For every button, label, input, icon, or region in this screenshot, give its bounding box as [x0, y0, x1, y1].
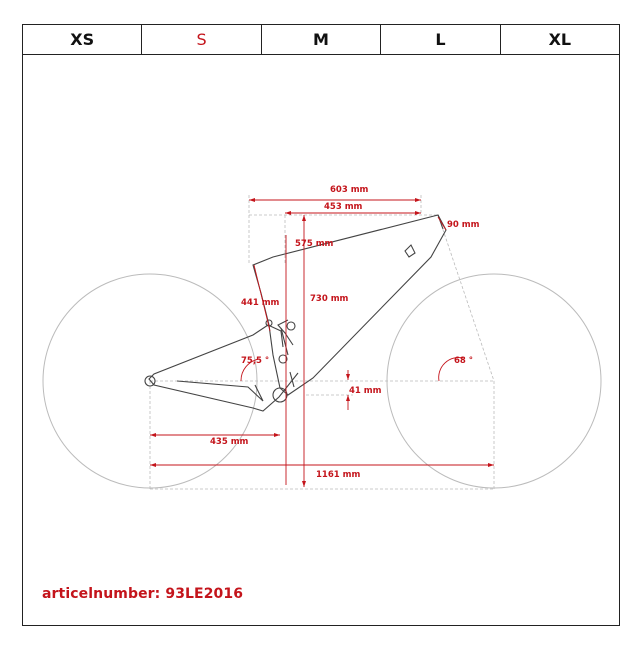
seat-angle-label: 75,5 °: [241, 356, 269, 366]
measurement-arrows: [150, 198, 494, 487]
top-tube-label: 453 mm: [324, 202, 363, 212]
tab-size-xs[interactable]: XS: [23, 25, 143, 54]
reference-lines: [149, 195, 495, 490]
height-label: 730 mm: [310, 294, 349, 304]
tab-size-s[interactable]: S: [142, 25, 262, 54]
geometry-panel: XS S M L XL: [22, 24, 620, 626]
head-angle-label: 68 °: [454, 356, 473, 366]
size-tabs: XS S M L XL: [23, 25, 620, 55]
seat-tube-label: 441 mm: [241, 298, 280, 308]
tab-size-l[interactable]: L: [381, 25, 501, 54]
bb-drop-label: 41 mm: [349, 386, 382, 396]
article-number: articelnumber: 93LE2016: [42, 586, 244, 602]
stack-label: 575 mm: [295, 239, 334, 249]
chainstay-label: 435 mm: [210, 437, 249, 447]
measurement-lines: [150, 199, 494, 487]
wheelbase-label: 1161 mm: [316, 470, 360, 480]
tab-size-m[interactable]: M: [261, 25, 382, 54]
head-tube-label: 90 mm: [447, 220, 480, 230]
geometry-drawing: 603 mm 453 mm 575 mm 90 mm 441 mm 730 mm…: [42, 185, 602, 490]
reach-label: 603 mm: [330, 185, 369, 195]
tab-size-xl[interactable]: XL: [500, 25, 620, 54]
